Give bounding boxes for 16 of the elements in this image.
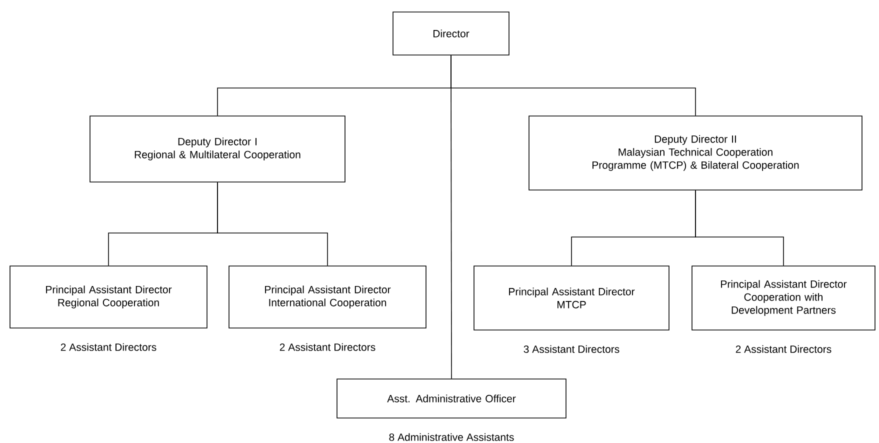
connector-line (450, 55, 452, 379)
staff-note: 2 Assistant Directors (60, 343, 156, 351)
org-box: Asst. Administrative Officer (336, 378, 566, 418)
org-box: Deputy Director I Regional & Multilateral Cooperation (90, 116, 346, 182)
staff-note: 2 Assistant Directors (280, 343, 376, 351)
org-box: Principal Assistant Director International Cooperation (228, 266, 426, 328)
connector-line (695, 190, 784, 266)
staff-note: 2 Assistant Directors (736, 345, 832, 353)
org-box: Deputy Director II Malaysian Technical Cooperation Programme (MTCP) & Bilateral Cooperation (528, 116, 862, 190)
org-box: Principal Assistant Director Cooperation with Development Partners (692, 266, 876, 330)
org-box: Principal Assistant Director Regional Cooperation (10, 266, 208, 328)
staff-note: 3 Assistant Directors (524, 345, 620, 353)
staff-note: 8 Administrative Assistants (389, 433, 514, 441)
org-box: Principal Assistant Director MTCP (474, 266, 670, 330)
connector-line (217, 182, 328, 266)
org-box: Director (392, 12, 510, 56)
